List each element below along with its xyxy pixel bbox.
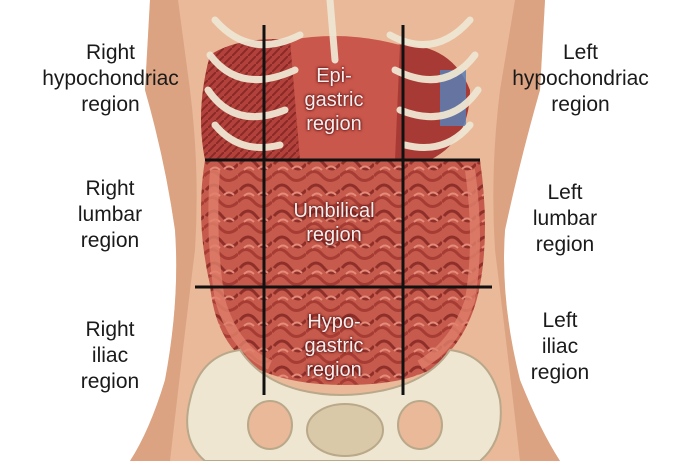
label-line: iliac [40,343,180,369]
label-line: Right [40,317,180,343]
label-line: hypochondriac [8,66,213,92]
label-line: iliac [490,334,630,360]
label-line: region [40,228,180,254]
label-line: Epi- [274,64,394,88]
label-line: hypochondriac [478,66,683,92]
left-hypochondriac-label: Left hypochondriac region [478,40,683,118]
label-line: region [495,232,635,258]
label-line: region [490,360,630,386]
right-lumbar-label: Right lumbar region [40,176,180,254]
left-iliac-label: Left iliac region [490,308,630,386]
epigastric-label: Epi- gastric region [274,64,394,136]
label-line: region [478,92,683,118]
label-line: region [40,369,180,395]
label-line: gastric [274,334,394,358]
label-line: region [274,358,394,382]
hypogastric-label: Hypo- gastric region [274,310,394,382]
umbilical-label: Umbilical region [269,199,399,247]
label-line: Hypo- [274,310,394,334]
label-line: region [8,92,213,118]
label-line: region [274,112,394,136]
label-line: Umbilical [269,199,399,223]
label-line: Left [495,180,635,206]
label-line: lumbar [495,206,635,232]
label-line: gastric [274,88,394,112]
label-line: Left [478,40,683,66]
label-line: region [269,223,399,247]
label-line: Right [8,40,213,66]
right-hypochondriac-label: Right hypochondriac region [8,40,213,118]
label-line: Right [40,176,180,202]
left-lumbar-label: Left lumbar region [495,180,635,258]
label-line: lumbar [40,202,180,228]
right-iliac-label: Right iliac region [40,317,180,395]
label-line: Left [490,308,630,334]
